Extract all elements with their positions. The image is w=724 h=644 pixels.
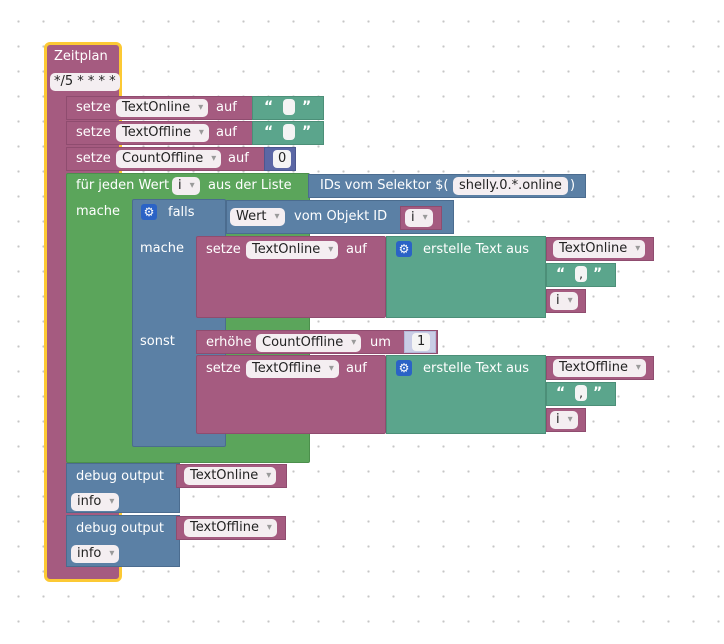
var-textonline-dropdown[interactable]: TextOnline xyxy=(184,467,277,485)
open-quote-icon: “ xyxy=(556,385,566,401)
log-level-dropdown[interactable]: info xyxy=(71,493,120,511)
var-textoffline-dropdown[interactable]: TextOffline xyxy=(246,360,339,378)
setze-label: setze xyxy=(76,151,111,166)
var-i-dropdown[interactable]: i xyxy=(550,411,578,429)
mache-label: mache xyxy=(140,241,185,256)
var-textoffline-dropdown[interactable]: TextOffline xyxy=(184,519,277,537)
erhoehe-label: erhöhe xyxy=(206,335,252,350)
var-textonline-dropdown[interactable]: TextOnline xyxy=(116,99,209,117)
comma-string-field[interactable]: , xyxy=(575,266,587,282)
log-level-dropdown[interactable]: info xyxy=(71,545,120,563)
setze-label: setze xyxy=(76,100,111,115)
increment-field[interactable]: 1 xyxy=(412,333,431,351)
auf-label: auf xyxy=(216,125,237,140)
comma-string-field[interactable]: , xyxy=(575,385,587,401)
gear-icon[interactable]: ⚙ xyxy=(396,360,412,376)
auf-label: auf xyxy=(346,242,367,257)
gear-icon[interactable]: ⚙ xyxy=(141,204,157,220)
open-quote-icon: “ xyxy=(264,124,274,140)
open-quote-icon: “ xyxy=(264,99,274,115)
sonst-label: sonst xyxy=(140,334,175,349)
vom-objekt-label: vom Objekt ID xyxy=(294,209,388,224)
create-text-label: erstelle Text aus xyxy=(423,361,529,376)
auf-label: auf xyxy=(346,361,367,376)
empty-string-field[interactable] xyxy=(283,99,295,115)
setze-label: setze xyxy=(206,361,241,376)
create-text-block[interactable] xyxy=(386,355,546,434)
setze-label: setze xyxy=(206,242,241,257)
close-paren-label: ) xyxy=(570,178,576,193)
empty-string-field[interactable] xyxy=(283,124,295,140)
value-attribute-dropdown[interactable]: Wert xyxy=(230,208,285,226)
debug-output-label: debug output xyxy=(76,469,165,484)
var-textoffline-dropdown[interactable]: TextOffline xyxy=(116,124,209,142)
var-textonline-dropdown[interactable]: TextOnline xyxy=(246,241,339,259)
var-i-dropdown[interactable]: i xyxy=(405,209,433,227)
debug-output-label: debug output xyxy=(76,521,165,536)
cron-field[interactable]: */5 * * * * xyxy=(50,73,120,91)
um-label: um xyxy=(370,335,391,350)
schedule-title: Zeitplan xyxy=(54,49,108,64)
loop-var-dropdown[interactable]: i xyxy=(172,177,200,195)
auf-label: auf xyxy=(216,100,237,115)
create-text-block[interactable] xyxy=(386,236,546,318)
open-quote-icon: “ xyxy=(556,266,566,282)
auf-label: auf xyxy=(228,151,249,166)
from-list-label: aus der Liste xyxy=(208,178,292,193)
setze-label: setze xyxy=(76,125,111,140)
count-init-field[interactable]: 0 xyxy=(273,150,292,168)
ids-selector-label: IDs vom Selektor $( xyxy=(320,178,449,193)
close-quote-icon: ” xyxy=(593,385,603,401)
var-textonline-dropdown[interactable]: TextOnline xyxy=(553,240,646,258)
close-quote-icon: ” xyxy=(593,266,603,282)
var-i-dropdown[interactable]: i xyxy=(550,292,578,310)
create-text-label: erstelle Text aus xyxy=(423,242,529,257)
var-countoffline-dropdown[interactable]: CountOffline xyxy=(116,150,222,168)
close-quote-icon: ” xyxy=(302,124,312,140)
mache-label: mache xyxy=(76,204,121,219)
selector-field[interactable]: shelly.0.*.online xyxy=(453,177,568,195)
foreach-label: für jeden Wert xyxy=(76,178,170,193)
gear-icon[interactable]: ⚙ xyxy=(396,241,412,257)
var-textoffline-dropdown[interactable]: TextOffline xyxy=(553,359,646,377)
var-countoffline-dropdown[interactable]: CountOffline xyxy=(256,334,362,352)
close-quote-icon: ” xyxy=(302,99,312,115)
falls-label: falls xyxy=(168,205,195,220)
